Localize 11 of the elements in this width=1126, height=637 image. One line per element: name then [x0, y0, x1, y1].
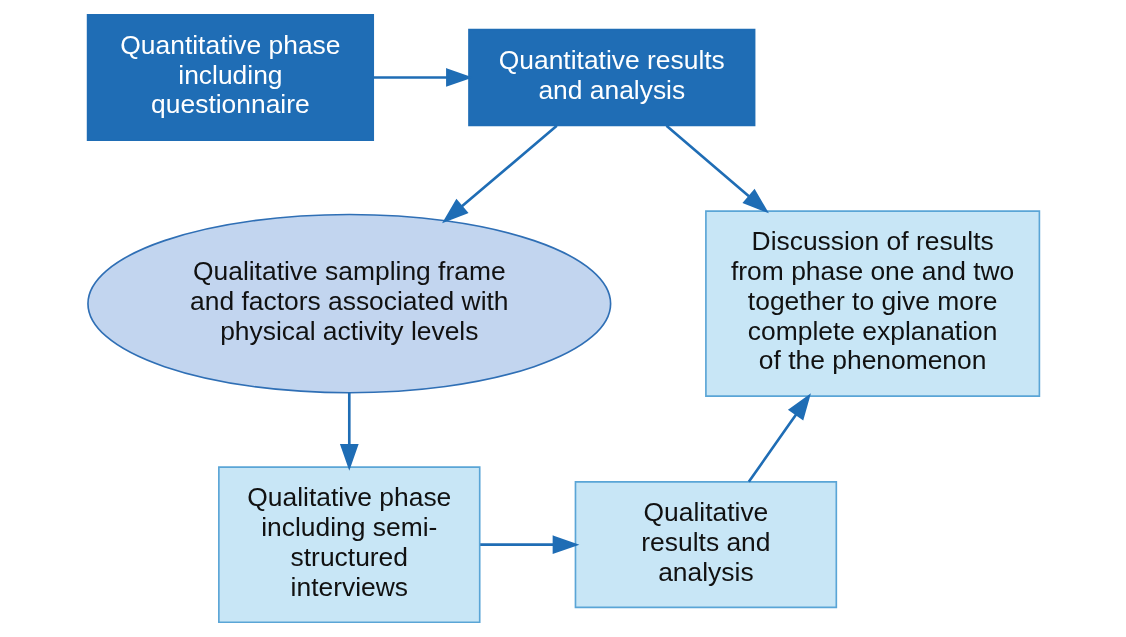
node-box: Discussion of results from phase one and two together to give more complete explanation of the phenomenon [704, 210, 1040, 397]
arrow [665, 124, 769, 214]
arrow [747, 393, 811, 483]
node-box: Quantitative phase including questionnaire [86, 13, 374, 141]
node-box: Qualitative phase including semi-structured interviews [217, 466, 481, 624]
arrow [441, 124, 558, 224]
node-box: Qualitative results and analysis [574, 481, 837, 609]
node-ellipse: Qualitative sampling frame and factors associated with physical activity levels [86, 213, 611, 394]
arrow [339, 392, 359, 471]
arrow [479, 535, 579, 555]
node-box: Quantitative results and analysis [467, 28, 755, 127]
